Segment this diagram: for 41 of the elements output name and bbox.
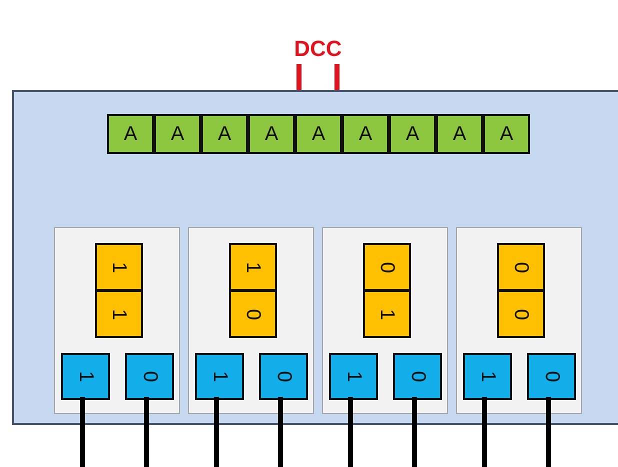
bit-cell: 0 [497, 243, 545, 291]
group-panel [322, 227, 448, 414]
pin-line [278, 397, 283, 467]
bit-pin-box: 0 [125, 353, 174, 400]
bit-cell: 1 [229, 243, 277, 291]
register-cell: A [342, 114, 389, 154]
register-cell: A [248, 114, 295, 154]
signal-line [296, 64, 302, 90]
group-panel [54, 227, 180, 414]
pin-line [546, 397, 551, 467]
register-cell: A [201, 114, 248, 154]
register-cell: A [295, 114, 342, 154]
bit-cell: 0 [497, 290, 545, 338]
bit-pin-box: 0 [527, 353, 576, 400]
pin-line [80, 397, 85, 467]
register-cell: A [436, 114, 483, 154]
bit-pin-box: 1 [463, 353, 512, 400]
pin-line [482, 397, 487, 467]
register-cell: A [483, 114, 530, 154]
pin-line [412, 397, 417, 467]
register-cell: A [389, 114, 436, 154]
pin-line [348, 397, 353, 467]
bit-pin-box: 1 [195, 353, 244, 400]
register-cell: A [107, 114, 154, 154]
group-panel [456, 227, 582, 414]
bit-cell: 0 [229, 290, 277, 338]
bit-cell: 0 [363, 243, 411, 291]
group-panel [188, 227, 314, 414]
bit-pin-box: 0 [259, 353, 308, 400]
bit-pin-box: 1 [329, 353, 378, 400]
bit-cell: 1 [95, 243, 143, 291]
pin-line [214, 397, 219, 467]
signal-line [334, 64, 340, 90]
register-cell: A [154, 114, 201, 154]
bit-cell: 1 [363, 290, 411, 338]
signal-label: DCC [288, 36, 348, 62]
bit-pin-box: 0 [393, 353, 442, 400]
board-box [12, 90, 618, 425]
bit-pin-box: 1 [61, 353, 110, 400]
bit-cell: 1 [95, 290, 143, 338]
pin-line [144, 397, 149, 467]
